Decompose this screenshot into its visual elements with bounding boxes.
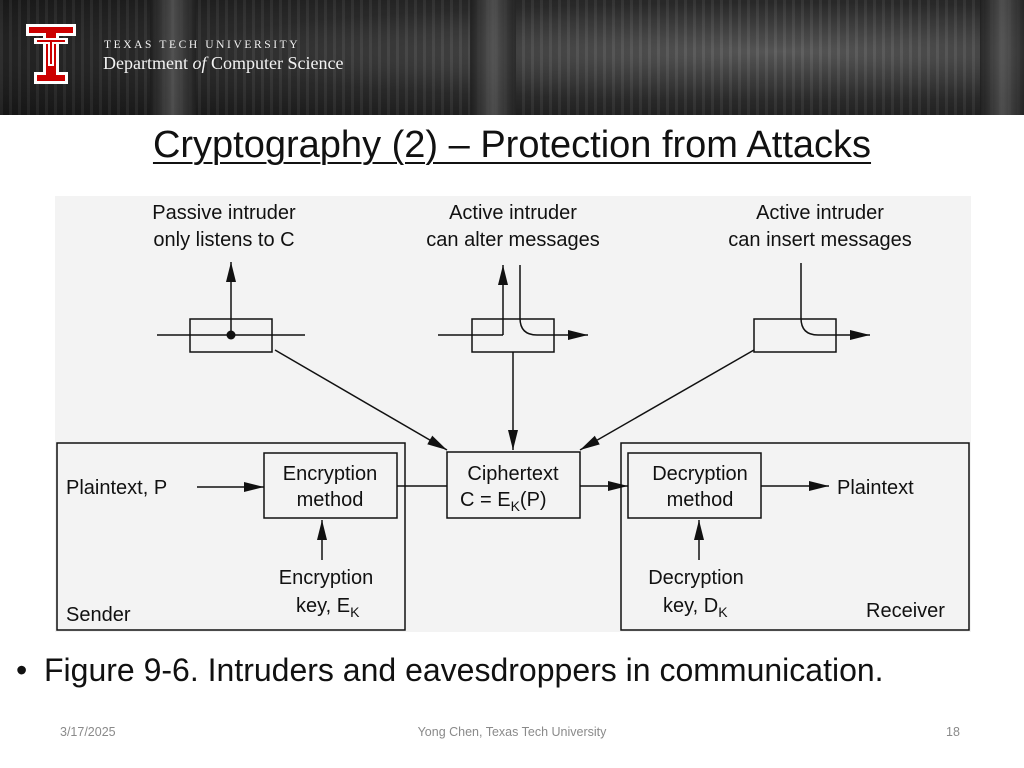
sender-label: Sender [66,604,131,626]
encryption-key-subscript: K [350,604,360,620]
decryption-key-prefix: key, D [663,595,718,617]
department-name: Department of Computer Science [103,53,343,74]
insert-intruder-label: Active intruder [756,202,884,224]
figure-caption-text: Figure 9-6. Intruders and eavesdroppers … [44,652,884,688]
ciphertext-box [446,451,581,519]
decryption-key-label: Decryption [648,567,744,589]
insert-intruder-desc: can insert messages [728,229,911,251]
alter-intruder-desc: can alter messages [426,229,599,251]
decryption-key-subscript: K [718,604,728,620]
receiver-box [620,442,970,631]
bullet-dot: • [16,652,28,688]
insert-to-ciphertext-arrow [579,349,755,451]
decryption-method-label: Decryption [652,463,748,485]
decryption-key-name: key, DK [663,595,728,620]
encryption-method-label: Encryption [283,463,378,485]
department-part: Computer Science [206,53,344,73]
alter-intruder-tap [438,265,588,353]
passive-intruder-desc: only listens to C [153,229,294,251]
footer-date: 3/17/2025 [60,725,116,739]
slide-title-text: Cryptography (2) – Protection from Attac… [152,124,872,166]
receiver-plaintext-label: Plaintext [837,477,914,499]
footer-author: Yong Chen, Texas Tech University [417,725,607,739]
university-name: TEXAS TECH UNIVERSITY [104,39,301,51]
encryption-key-label: Encryption [279,567,374,589]
ttu-logo [26,24,76,84]
sender-plaintext-label: Plaintext, P [66,477,167,499]
ciphertext-formula: C = EK(P) [460,489,547,514]
passive-to-ciphertext-arrow [274,349,448,451]
receiver-label: Receiver [866,600,945,622]
slide-title: Cryptography (2) – Protection from Attac… [0,124,1024,167]
banner-pillar [980,0,1024,115]
encryption-method-label: method [297,489,364,511]
sender-box [56,442,406,631]
header-banner: TEXAS TECH UNIVERSITY Department of Comp… [0,0,1024,115]
ciphertext-formula-prefix: C = E [460,489,511,511]
alter-intruder-label: Active intruder [449,202,577,224]
department-of: of [192,53,207,73]
ciphertext-label: Ciphertext [467,463,559,485]
passive-intruder-label: Passive intruder [152,202,296,224]
figure-caption-bullet: • Figure 9-6. Intruders and eavesdroppers… [16,652,884,689]
ciphertext-formula-subscript: K [511,498,521,514]
department-part: Department [103,53,193,73]
ciphertext-formula-suffix: (P) [520,489,547,511]
encryption-key-prefix: key, E [296,595,350,617]
decryption-method-label: method [667,489,734,511]
passive-intruder-tap [157,262,305,353]
insert-intruder-tap [753,263,870,353]
banner-pillar [150,0,196,115]
banner-pillar [470,0,516,115]
encryption-key-name: key, EK [296,595,360,620]
footer-page-number: 18 [946,725,960,739]
